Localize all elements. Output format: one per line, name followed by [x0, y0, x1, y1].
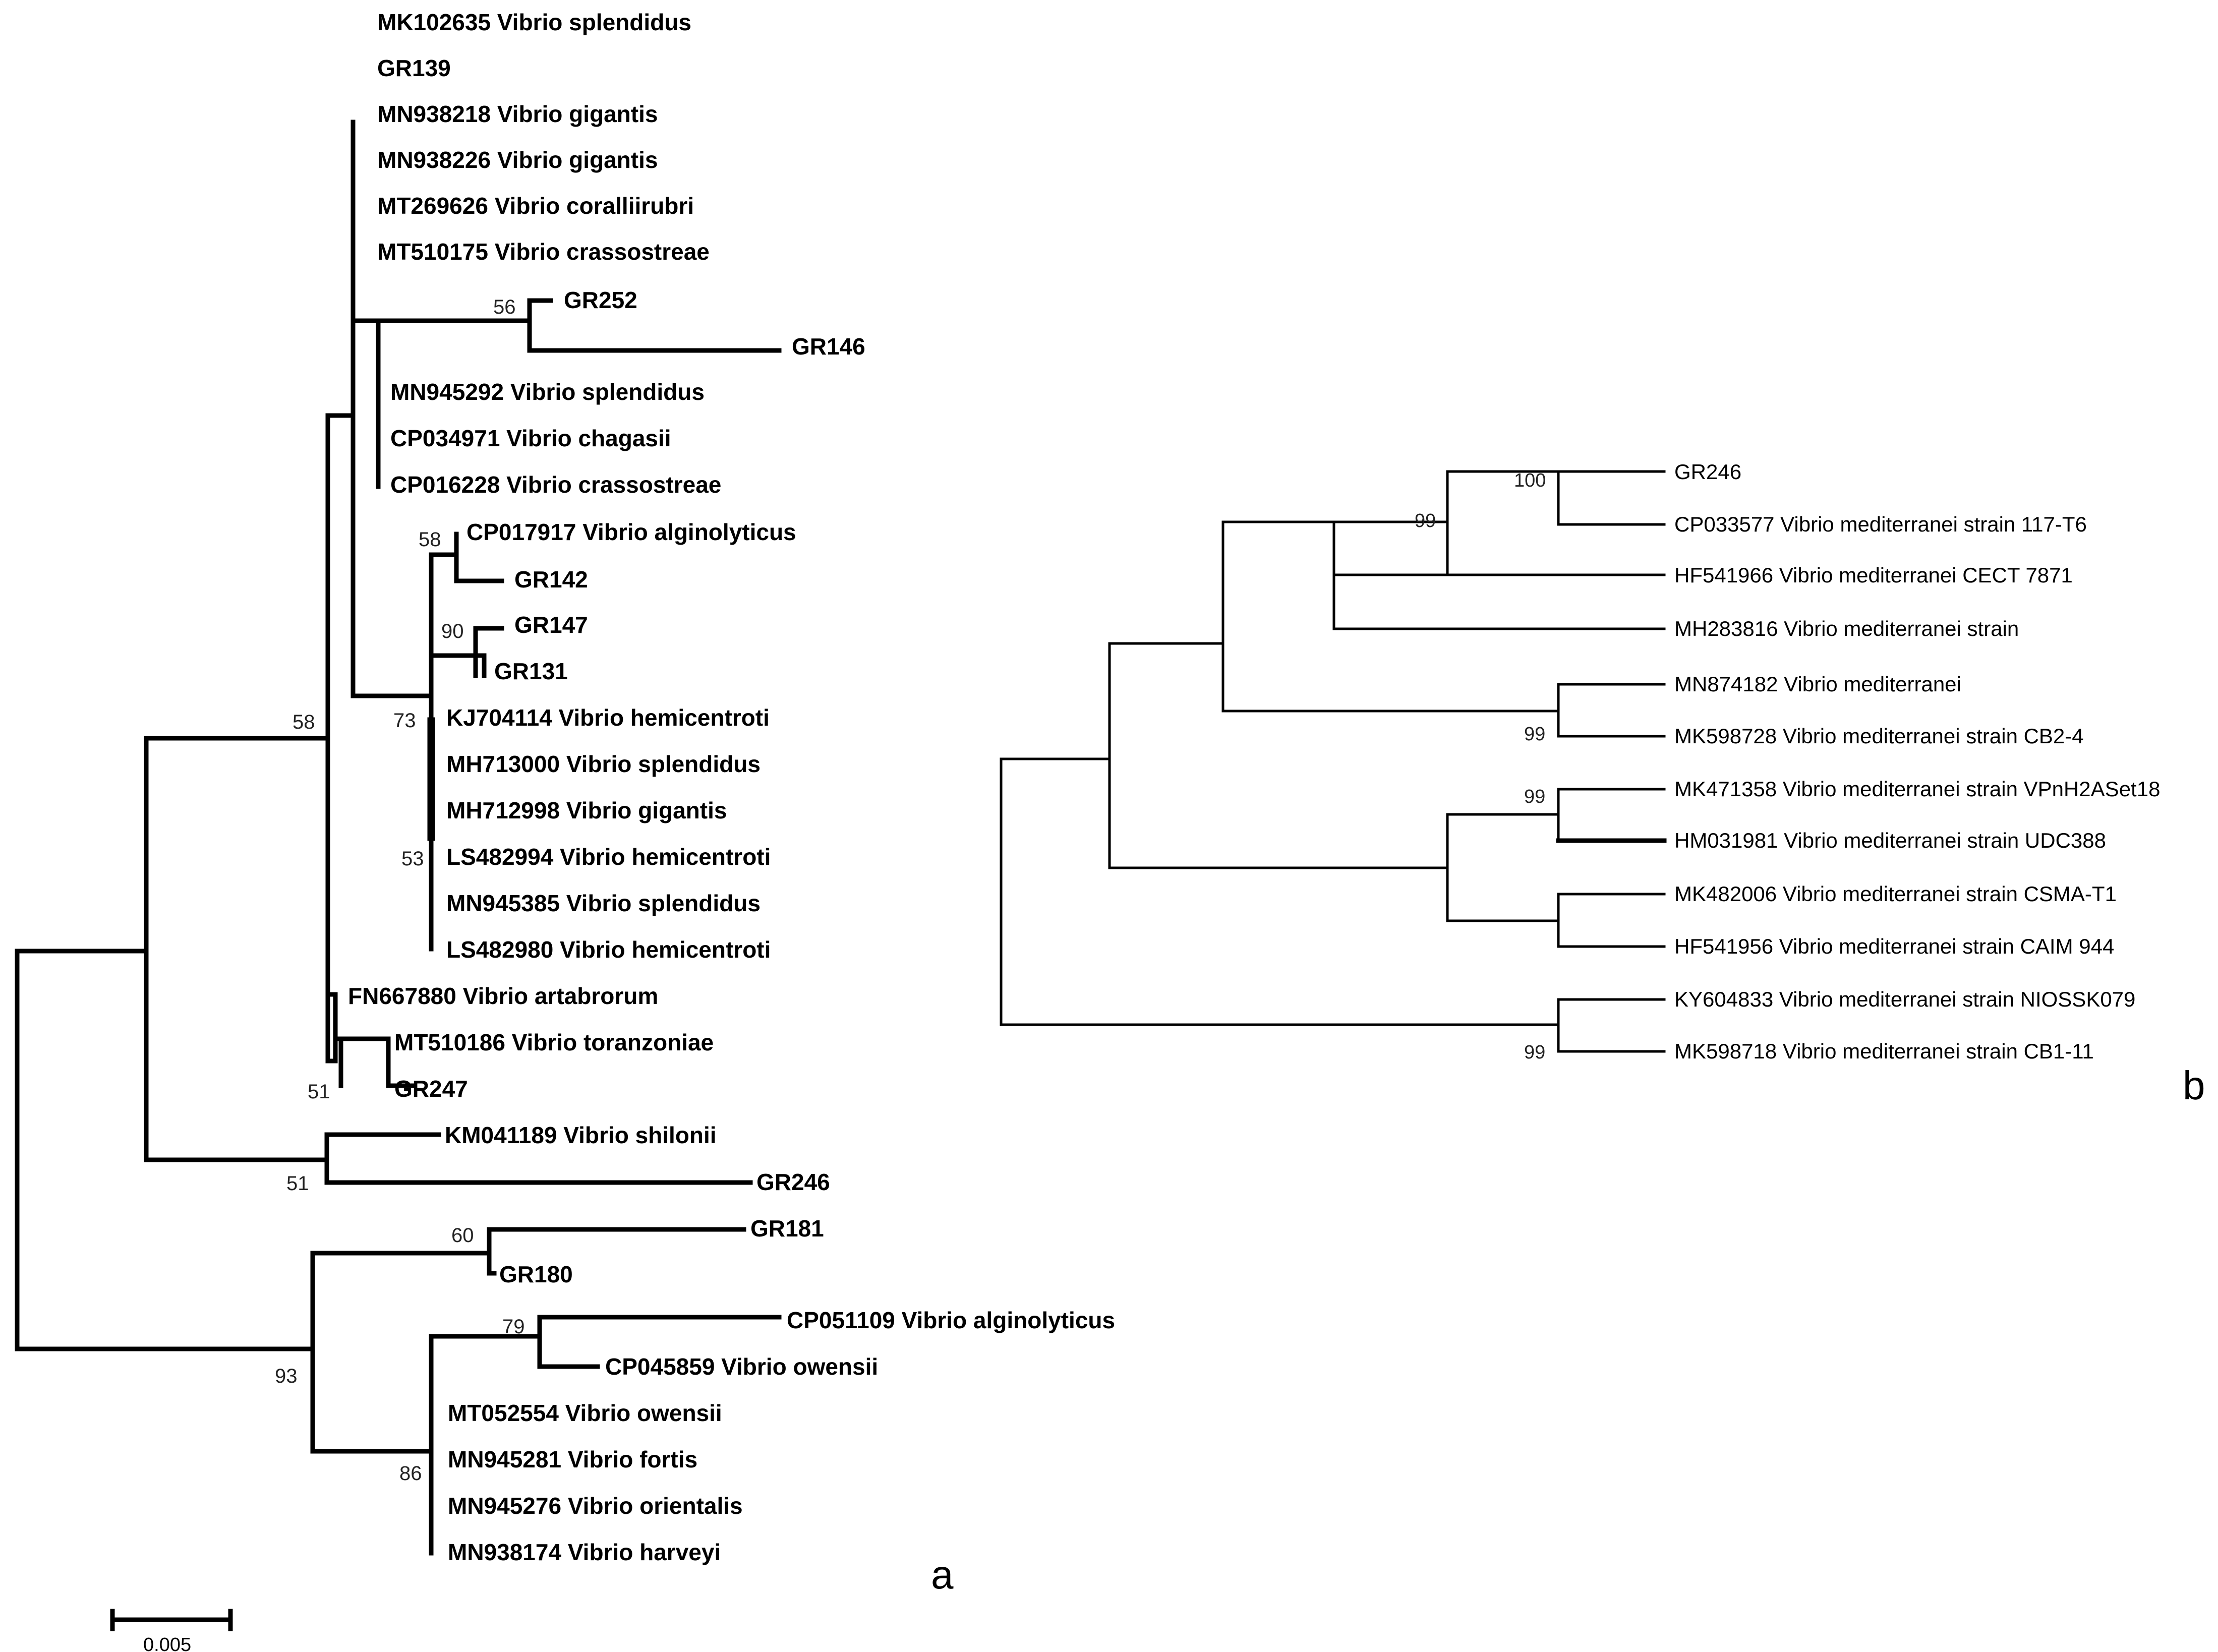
leaf-label: MN938174 Vibrio harveyi — [448, 1539, 721, 1565]
bootstrap-value: 93 — [275, 1365, 298, 1387]
leaf-label: MT052554 Vibrio owensii — [448, 1400, 722, 1426]
leaf-label: MN938218 Vibrio gigantis — [377, 101, 658, 127]
leaf-label: HF541966 Vibrio mediterranei CECT 7871 — [1674, 563, 2073, 587]
leaf-label: GR142 — [514, 566, 588, 593]
leaf-label: MN938226 Vibrio gigantis — [377, 147, 658, 173]
leaf-label: GR247 — [394, 1076, 468, 1102]
bootstrap-value: 53 — [401, 848, 424, 870]
leaf-label: HM031981 Vibrio mediterranei strain UDC3… — [1674, 829, 2106, 852]
leaf-label: MK482006 Vibrio mediterranei strain CSMA… — [1674, 882, 2117, 906]
leaf-label: MN945292 Vibrio splendidus — [390, 379, 705, 405]
leaf-label: GR180 — [499, 1261, 573, 1287]
leaf-label: MT269626 Vibrio coralliirubri — [377, 193, 694, 219]
leaf-label: MK471358 Vibrio mediterranei strain VPnH… — [1674, 777, 2160, 801]
leaf-label: KM041189 Vibrio shilonii — [445, 1122, 717, 1148]
bootstrap-value: 58 — [419, 528, 441, 551]
bootstrap-value: 100 — [1514, 470, 1546, 491]
bootstrap-value: 90 — [441, 620, 464, 642]
leaf-label: CP016228 Vibrio crassostreae — [390, 471, 721, 498]
leaf-label: FN667880 Vibrio artabrorum — [348, 983, 658, 1009]
leaf-label: GR252 — [564, 287, 637, 313]
leaf-label: GR139 — [377, 55, 451, 81]
leaf-label: MN945281 Vibrio fortis — [448, 1446, 697, 1472]
bootstrap-value: 99 — [1524, 786, 1545, 807]
bootstrap-value: 73 — [393, 710, 416, 732]
leaf-label: MN874182 Vibrio mediterranei — [1674, 672, 1961, 696]
leaf-label: LS482994 Vibrio hemicentroti — [446, 844, 771, 870]
leaf-label: MH283816 Vibrio mediterranei strain — [1674, 617, 2019, 640]
bootstrap-value: 60 — [451, 1224, 474, 1247]
tree-b-labels: GR246 CP033577 Vibrio mediterranei strai… — [1415, 460, 2205, 1108]
leaf-label: MH712998 Vibrio gigantis — [446, 797, 727, 823]
leaf-label: GR246 — [1674, 460, 1741, 484]
leaf-label: GR146 — [792, 333, 865, 360]
panel-label-a: a — [931, 1552, 954, 1597]
tree-a-branches — [15, 120, 782, 1631]
bootstrap-value: 51 — [308, 1081, 330, 1103]
leaf-label: MT510175 Vibrio crassostreae — [377, 239, 710, 265]
leaf-label: CP051109 Vibrio alginolyticus — [787, 1307, 1115, 1333]
leaf-label: KJ704114 Vibrio hemicentroti — [446, 704, 770, 731]
leaf-label: LS482980 Vibrio hemicentroti — [446, 936, 771, 963]
bootstrap-value: 56 — [493, 296, 516, 318]
bootstrap-value: 58 — [293, 711, 315, 733]
leaf-label: MK598728 Vibrio mediterranei strain CB2-… — [1674, 724, 2084, 748]
leaf-label: GR181 — [750, 1215, 824, 1242]
leaf-label: MN945276 Vibrio orientalis — [448, 1493, 743, 1519]
leaf-label: HF541956 Vibrio mediterranei strain CAIM… — [1674, 934, 2114, 958]
leaf-label: GR147 — [514, 612, 588, 638]
leaf-label: MK598718 Vibrio mediterranei strain CB1-… — [1674, 1039, 2094, 1063]
leaf-label: MH713000 Vibrio splendidus — [446, 751, 761, 777]
leaf-label: GR131 — [494, 658, 568, 684]
leaf-label: MN945385 Vibrio splendidus — [446, 890, 761, 916]
panel-label-b: b — [2183, 1063, 2205, 1108]
leaf-label: GR246 — [756, 1169, 830, 1195]
bootstrap-value: 99 — [1524, 724, 1545, 745]
scale-bar-label: 0.005 — [143, 1634, 191, 1652]
leaf-label: CP017917 Vibrio alginolyticus — [466, 519, 796, 545]
leaf-label: MT510186 Vibrio toranzoniae — [394, 1029, 714, 1055]
leaf-label: CP045859 Vibrio owensii — [605, 1353, 878, 1380]
bootstrap-value: 99 — [1524, 1042, 1545, 1063]
scale-bar — [110, 1609, 233, 1631]
leaf-label: CP034971 Vibrio chagasii — [390, 425, 671, 451]
bootstrap-value: 86 — [399, 1462, 422, 1485]
bootstrap-value: 79 — [502, 1316, 525, 1338]
leaf-label: CP033577 Vibrio mediterranei strain 117-… — [1674, 512, 2087, 536]
leaf-label: MK102635 Vibrio splendidus — [377, 9, 691, 35]
bootstrap-value: 99 — [1415, 510, 1436, 532]
tree-b-branches — [1000, 470, 1667, 1053]
tree-a-labels: MK102635 Vibrio splendidus GR139 MN93821… — [143, 9, 1115, 1652]
leaf-label: KY604833 Vibrio mediterranei strain NIOS… — [1674, 987, 2135, 1011]
bootstrap-value: 51 — [286, 1172, 309, 1195]
